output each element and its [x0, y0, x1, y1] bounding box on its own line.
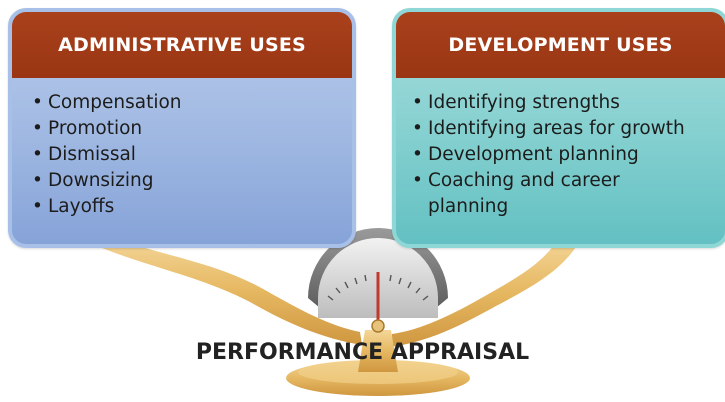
bullet-icon: •	[32, 92, 43, 113]
list-item: •Dismissal	[32, 142, 352, 168]
list-item: •Layoffs	[32, 194, 352, 220]
bullet-icon: •	[32, 118, 43, 139]
bullet-icon: •	[412, 92, 423, 113]
scale-post	[358, 330, 398, 372]
scale-left-arm	[92, 236, 362, 345]
bullet-icon: •	[32, 170, 43, 191]
bullet-icon: •	[412, 144, 423, 165]
administrative-uses-list: •Compensation •Promotion •Dismissal •Dow…	[12, 78, 352, 220]
bullet-icon: •	[412, 170, 423, 191]
list-item: •Development planning	[412, 142, 725, 168]
administrative-uses-panel: ADMINISTRATIVE USES •Compensation •Promo…	[8, 8, 356, 248]
list-item: •Downsizing	[32, 168, 352, 194]
list-item: •Coaching and career planning	[412, 168, 725, 220]
development-uses-list: •Identifying strengths •Identifying area…	[396, 78, 725, 220]
development-uses-panel: DEVELOPMENT USES •Identifying strengths …	[392, 8, 725, 248]
list-item: •Identifying areas for growth	[412, 116, 725, 142]
list-item: •Identifying strengths	[412, 90, 725, 116]
bullet-icon: •	[32, 196, 43, 217]
bullet-icon: •	[32, 144, 43, 165]
dial-pivot	[371, 319, 385, 333]
bullet-icon: •	[412, 118, 423, 139]
dial-ticks	[327, 274, 429, 301]
scale-dial	[308, 228, 448, 308]
administrative-uses-title: ADMINISTRATIVE USES	[12, 12, 352, 78]
performance-appraisal-caption: PERFORMANCE APPRAISAL	[195, 340, 530, 365]
list-item: •Compensation	[32, 90, 352, 116]
list-item: •Promotion	[32, 116, 352, 142]
development-uses-title: DEVELOPMENT USES	[396, 12, 725, 78]
